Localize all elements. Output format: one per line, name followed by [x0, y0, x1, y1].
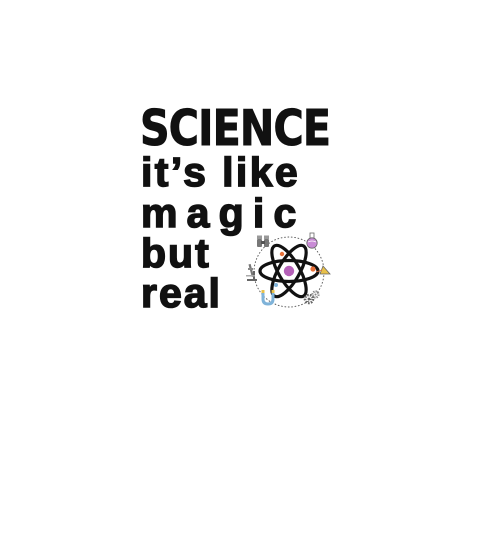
text-line-but: but	[140, 230, 211, 276]
microscope-icon	[246, 263, 257, 281]
nucleus	[283, 265, 295, 277]
atom-icon	[258, 243, 320, 299]
science-graphic: SCIENCE it’s like magic but real	[140, 100, 352, 316]
text-line-real: real	[140, 270, 222, 316]
binoculars-icon	[257, 235, 269, 247]
text-line-magic: magic	[140, 190, 306, 236]
prism-icon	[315, 265, 331, 275]
atom-illustration-svg	[246, 232, 331, 308]
flask-icon	[306, 232, 318, 249]
atom-illustration	[242, 232, 336, 312]
text-line-its-like: it’s like	[140, 149, 301, 195]
magnet-icon	[261, 290, 275, 306]
gears-icon	[303, 290, 320, 305]
headline-science: SCIENCE	[140, 100, 332, 157]
